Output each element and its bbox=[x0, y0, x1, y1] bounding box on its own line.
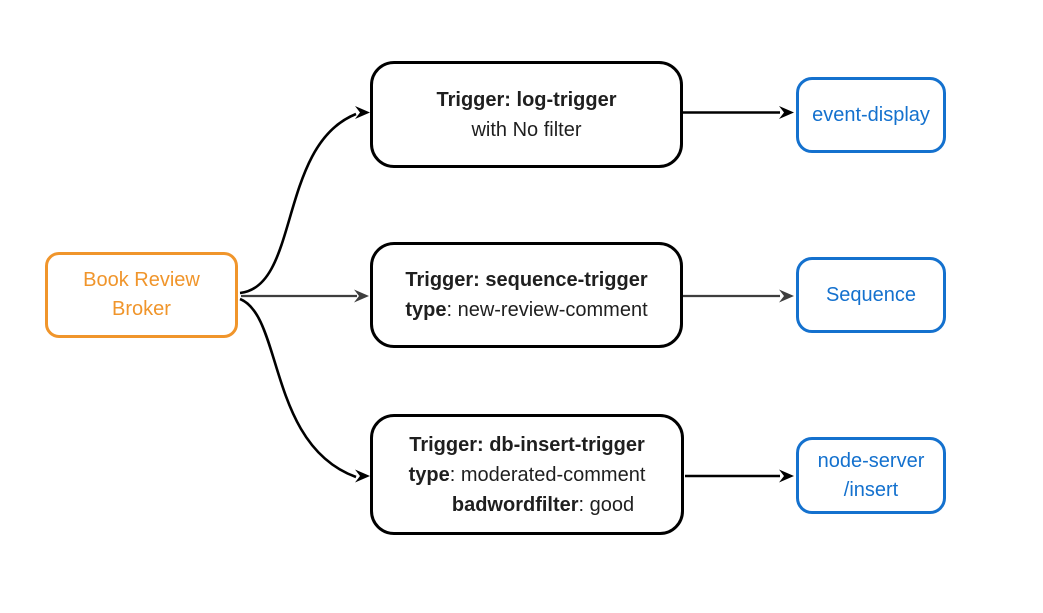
node-trigger-log: Trigger: log-trigger with No filter bbox=[370, 61, 683, 168]
node-broker: Book Review Broker bbox=[45, 252, 238, 338]
node-sink-node-server: node-server /insert bbox=[796, 437, 946, 514]
trigger-db-insert-title: Trigger: db-insert-trigger bbox=[409, 433, 645, 456]
node-trigger-db-insert: Trigger: db-insert-trigger type: moderat… bbox=[370, 414, 684, 535]
arrowhead-event-display bbox=[779, 106, 794, 119]
edge-broker-trigger-db-insert bbox=[239, 297, 357, 479]
attr2-key: badwordfilter bbox=[451, 493, 579, 516]
broker-label-line1: Book Review bbox=[83, 269, 200, 291]
node-trigger-sequence: Trigger: sequence-trigger type: new-revi… bbox=[370, 242, 683, 348]
trigger-log-filter-note: with No filter bbox=[471, 118, 582, 141]
node-sink-sequence: Sequence bbox=[796, 257, 946, 333]
sink-sequence-label: Sequence bbox=[825, 283, 917, 306]
trigger-sequence-title: Trigger: sequence-trigger bbox=[405, 269, 648, 291]
trigger-log-title: Trigger: log-trigger bbox=[436, 88, 617, 111]
attr2-value: : good bbox=[578, 493, 635, 516]
attr-key: type bbox=[405, 299, 447, 321]
sink-node-server-line1: node-server bbox=[817, 449, 925, 472]
arrowhead-trigger-log bbox=[355, 106, 370, 119]
arrowhead-trigger-db-insert bbox=[355, 469, 370, 483]
node-sink-event-display: event-display bbox=[796, 77, 946, 153]
trigger-db-insert-attr2: badwordfilter: good bbox=[452, 490, 634, 520]
sink-event-display-label: event-display bbox=[812, 103, 930, 126]
attr1-key: type bbox=[408, 463, 450, 486]
sink-node-server-line2: /insert bbox=[843, 478, 899, 501]
attr-value: : new-review-comment bbox=[446, 299, 648, 321]
edge-broker-trigger-log bbox=[239, 112, 357, 295]
arrowhead-node-server bbox=[779, 469, 794, 483]
broker-label-line2: Broker bbox=[112, 298, 171, 320]
trigger-sequence-attr: type: new-review-comment bbox=[405, 295, 647, 325]
arrowhead-trigger-sequence bbox=[354, 289, 369, 303]
attr1-value: : moderated-comment bbox=[449, 463, 646, 486]
arrowhead-sequence bbox=[779, 289, 794, 303]
trigger-db-insert-attr1: type: moderated-comment bbox=[409, 460, 646, 490]
